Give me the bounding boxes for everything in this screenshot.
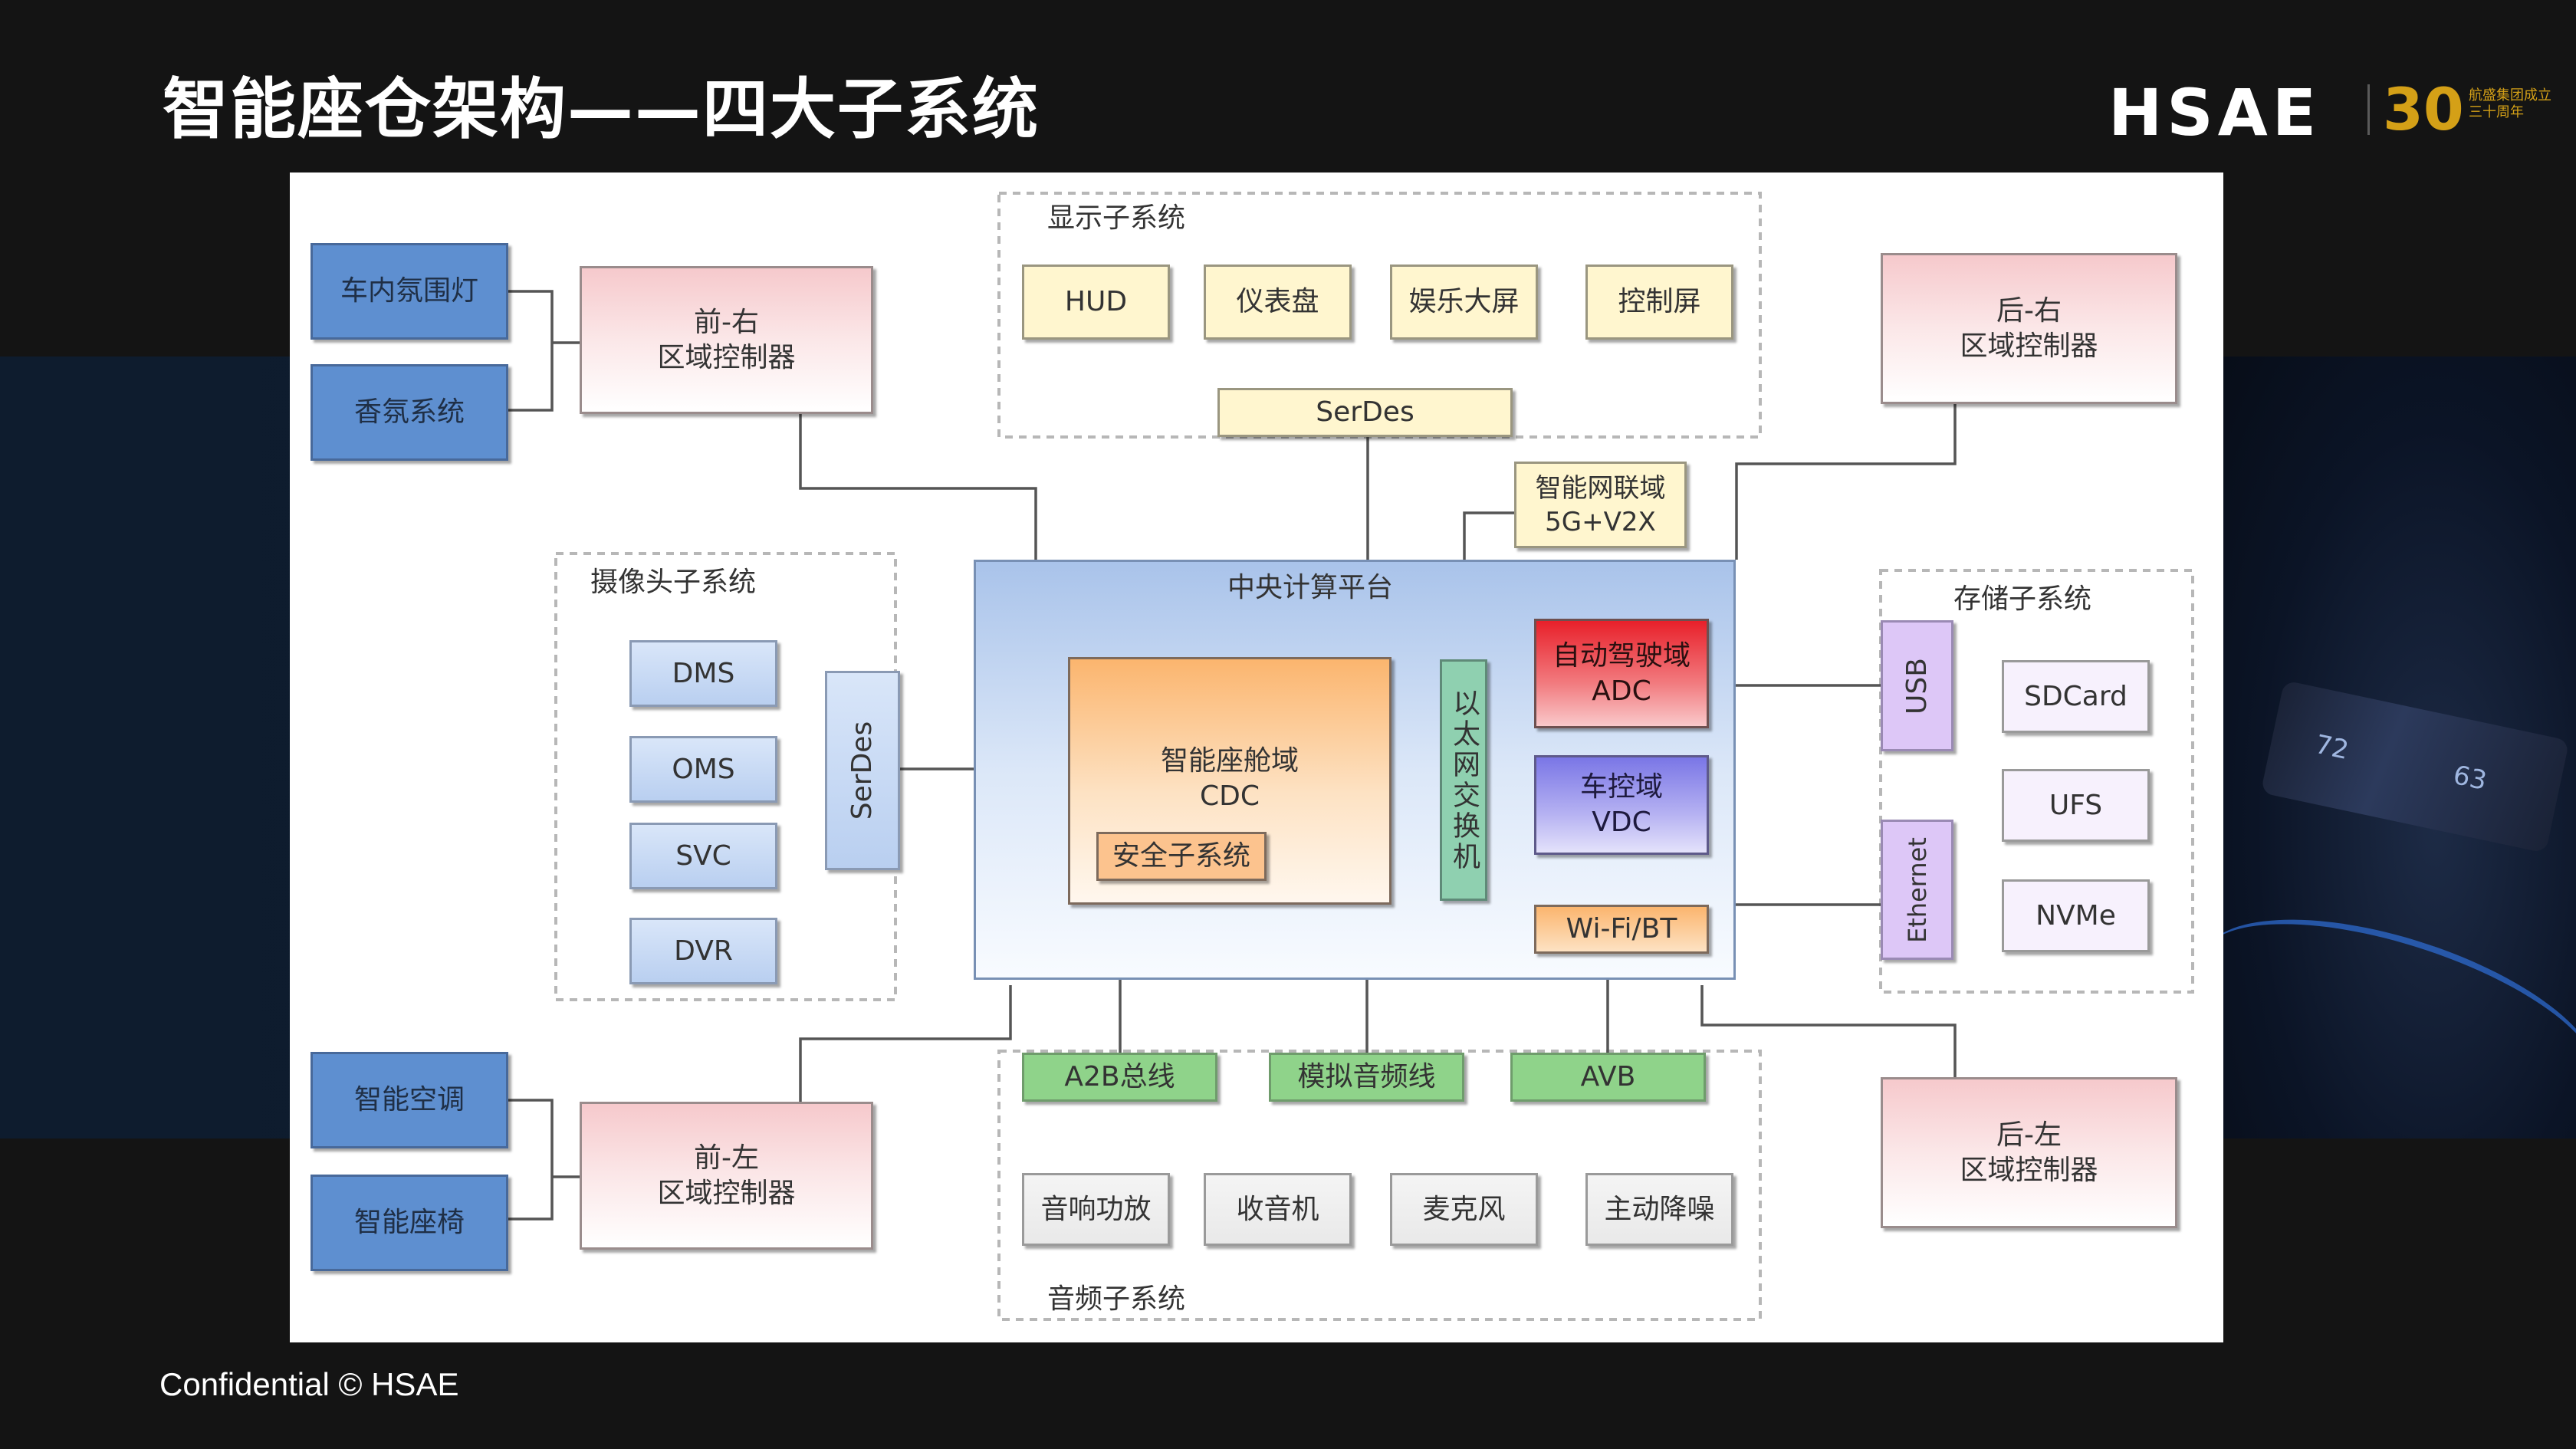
rear-left-zone-controller: 后-左 区域控制器 [1881,1077,2177,1228]
confidential-footer: Confidential © HSAE [159,1366,459,1402]
camera-serdes-label: SerDes [846,721,878,820]
audio-group-border [997,1050,1762,1321]
diagram-connectors [508,192,2194,1321]
nvme-box: NVMe [2002,879,2150,952]
ethernet-switch-box: 以太网交换机 [1440,659,1487,901]
radio-box: 收音机 [1204,1173,1352,1246]
vdc-domain-box: 车控域 VDC [1534,755,1709,855]
adc-domain-box: 自动驾驶域 ADC [1534,619,1709,728]
display-group-border [997,192,1762,439]
gauge-speed-a: 72 [2312,728,2351,767]
ambient-light-box: 车内氛围灯 [310,243,508,340]
slide-title: 智能座仓架构——四大子系统 [163,71,1040,148]
anniversary-badge-number: 30 [2383,75,2464,143]
dashboard-display [2260,680,2570,853]
camera-group-border [554,552,897,1001]
front-right-zone-controller: 前-右 区域控制器 [580,266,873,414]
usb-box: USB [1881,620,1953,751]
dms-box: DMS [629,640,777,707]
fragrance-system-box: 香氛系统 [310,364,508,461]
dvr-box: DVR [629,918,777,984]
entertainment-screen-box: 娱乐大屏 [1390,264,1538,340]
architecture-diagram: 车内氛围灯 香氛系统 前-右 区域控制器 显示子系统 HUD 仪表盘 娱乐大屏 … [290,172,2223,1342]
oms-box: OMS [629,736,777,803]
noise-cancellation-box: 主动降噪 [1585,1173,1733,1246]
security-subsystem-box: 安全子系统 [1096,832,1267,881]
amplifier-box: 音响功放 [1022,1173,1170,1246]
front-left-zone-controller: 前-左 区域控制器 [580,1102,873,1250]
ethernet-storage-box: Ethernet [1881,820,1953,960]
ufs-box: UFS [2002,769,2150,842]
hud-box: HUD [1022,264,1170,340]
hsae-logo: HSAE [2108,75,2321,150]
wifi-bt-box: Wi-Fi/BT [1534,905,1709,954]
sdcard-box: SDCard [2002,660,2150,733]
instrument-cluster-box: 仪表盘 [1204,264,1352,340]
camera-subsystem-label: 摄像头子系统 [590,567,757,598]
avb-box: AVB [1510,1053,1706,1102]
camera-serdes-box: SerDes [825,671,900,870]
gauge-speed-b: 63 [2450,759,2489,797]
display-subsystem-label: 显示子系统 [1047,202,1186,234]
display-serdes-box: SerDes [1217,388,1513,437]
control-screen-box: 控制屏 [1585,264,1733,340]
ethernet-storage-label: Ethernet [1902,836,1932,943]
a2b-bus-box: A2B总线 [1022,1053,1217,1102]
logo-divider [2367,84,2370,135]
usb-label: USB [1901,657,1933,715]
storage-group-border [1879,569,2194,994]
ethernet-switch-label: 以太网交换机 [1448,688,1480,872]
smart-seat-box: 智能座椅 [310,1175,508,1271]
anniversary-badge-caption: 航盛集团成立三十周年 [2469,87,2551,120]
rear-right-zone-controller: 后-右 区域控制器 [1881,253,2177,404]
microphone-box: 麦克风 [1390,1173,1538,1246]
central-platform-label: 中央计算平台 [1227,572,1394,603]
ambient-light-strip [2223,879,2576,1138]
storage-subsystem-label: 存储子系统 [1953,583,2092,615]
telematics-domain-box: 智能网联域 5G+V2X [1514,462,1687,548]
svc-box: SVC [629,823,777,889]
smart-ac-box: 智能空调 [310,1052,508,1148]
analog-audio-line-box: 模拟音频线 [1269,1053,1464,1102]
car-interior-image: 72 63 [2223,356,2576,1138]
audio-subsystem-label: 音频子系统 [1047,1283,1186,1315]
